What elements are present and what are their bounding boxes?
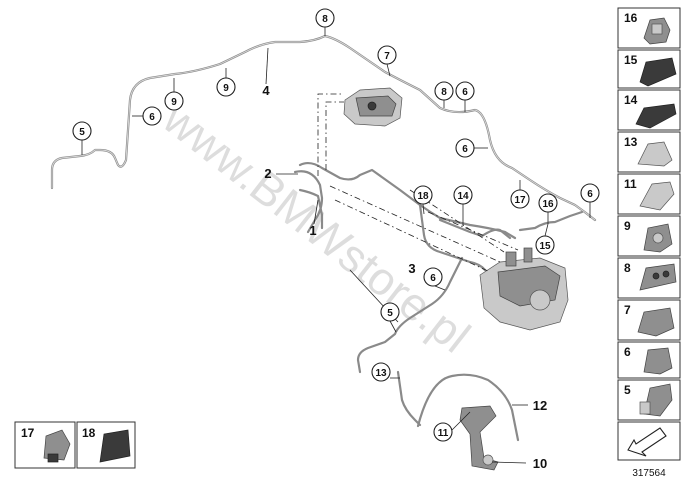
callout-6-left: 6 — [142, 106, 162, 126]
callout-6-lower: 6 — [423, 267, 443, 287]
svg-text:6: 6 — [462, 87, 468, 98]
arrow-icon — [627, 427, 667, 457]
callout-17: 17 — [510, 189, 530, 209]
reference-number: 317564 — [632, 468, 666, 479]
legend-right: 16 15 14 13 11 9 8 7 6 5 — [617, 7, 681, 479]
label-10: 10 — [533, 456, 547, 471]
callout-11: 11 — [433, 422, 453, 442]
svg-text:15: 15 — [539, 241, 551, 252]
svg-text:9: 9 — [223, 83, 229, 94]
label-12: 12 — [533, 398, 547, 413]
svg-text:14: 14 — [457, 191, 469, 202]
label-1: 1 — [309, 223, 316, 238]
callout-15: 15 — [535, 235, 555, 255]
callout-8-right: 8 — [434, 81, 454, 101]
label-3: 3 — [408, 261, 415, 276]
legend-right-5: 5 — [624, 383, 631, 397]
callout-16: 16 — [538, 193, 558, 213]
legend-bottom-17: 17 — [21, 426, 35, 440]
svg-text:13: 13 — [375, 368, 387, 379]
callout-6-top-right: 6 — [455, 81, 475, 101]
legend-right-9: 9 — [624, 219, 631, 233]
callout-7: 7 — [377, 45, 397, 65]
svg-text:6: 6 — [430, 273, 436, 284]
svg-text:6: 6 — [587, 189, 593, 200]
legend-right-6: 6 — [624, 345, 631, 359]
bracket-assembly — [459, 405, 499, 471]
callout-13: 13 — [371, 362, 391, 382]
callout-6-far-right: 6 — [580, 183, 600, 203]
hydraulic-unit — [479, 247, 569, 331]
legend-right-7: 7 — [624, 303, 631, 317]
label-2: 2 — [264, 166, 271, 181]
svg-text:9: 9 — [171, 97, 177, 108]
svg-text:6: 6 — [462, 144, 468, 155]
svg-text:5: 5 — [387, 308, 393, 319]
svg-text:11: 11 — [438, 428, 449, 439]
svg-text:8: 8 — [322, 14, 328, 25]
callout-9-b: 9 — [164, 91, 184, 111]
callout-8-top: 8 — [315, 8, 335, 28]
label-4: 4 — [262, 83, 270, 98]
svg-text:16: 16 — [542, 199, 554, 210]
svg-text:7: 7 — [384, 51, 390, 62]
legend-right-8: 8 — [624, 261, 631, 275]
svg-text:18: 18 — [417, 191, 429, 202]
legend-right-14: 14 — [624, 93, 638, 107]
legend-right-16: 16 — [624, 11, 638, 25]
legend-bottom-18: 18 — [82, 426, 96, 440]
svg-text:5: 5 — [79, 127, 85, 138]
legend-bottom: 17 18 — [14, 421, 136, 469]
callout-5-left: 5 — [72, 121, 92, 141]
legend-right-15: 15 — [624, 53, 638, 67]
callout-6-mid-right: 6 — [455, 138, 475, 158]
legend-right-13: 13 — [624, 135, 638, 149]
callout-18: 18 — [413, 185, 433, 205]
callout-5-lower: 5 — [380, 302, 400, 322]
brake-line-main — [50, 34, 597, 222]
svg-text:17: 17 — [514, 195, 526, 206]
callout-9-a: 9 — [216, 77, 236, 97]
leader-lines — [81, 27, 591, 464]
svg-text:6: 6 — [149, 112, 155, 123]
brake-line-lower — [356, 256, 520, 442]
legend-right-11: 11 — [624, 177, 637, 191]
svg-text:8: 8 — [441, 87, 447, 98]
callout-14: 14 — [453, 185, 473, 205]
valve-block — [343, 87, 403, 127]
